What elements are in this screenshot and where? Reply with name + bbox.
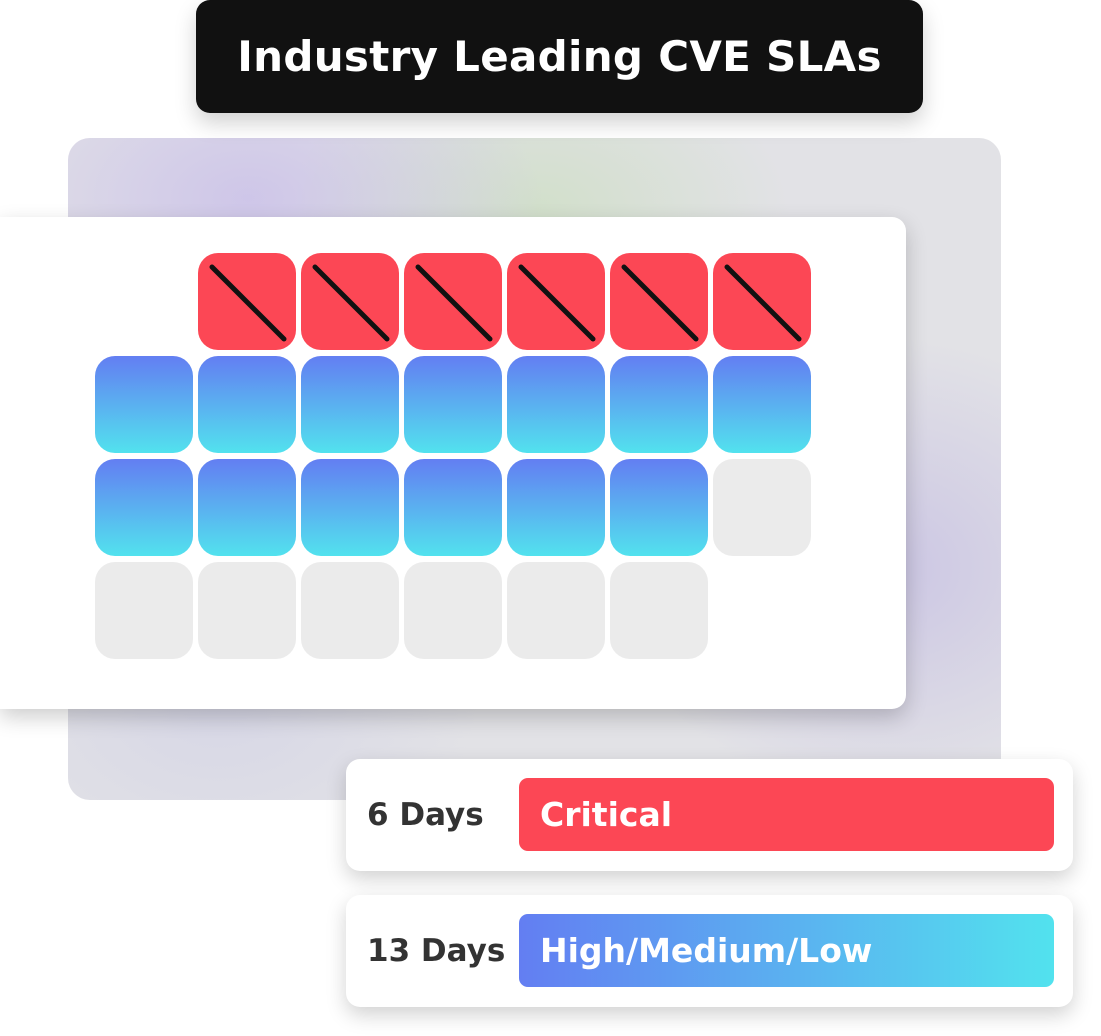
day-cell-empty [610, 562, 708, 659]
day-cell-high-medium-low [404, 356, 502, 453]
day-cell-high-medium-low [198, 356, 296, 453]
strike-icon [209, 264, 287, 342]
day-cell-high-medium-low [95, 459, 193, 556]
day-cell-critical [713, 253, 811, 350]
day-cell-high-medium-low [507, 459, 605, 556]
day-cell-high-medium-low [610, 459, 708, 556]
day-cell-high-medium-low [198, 459, 296, 556]
day-cell-high-medium-low [301, 459, 399, 556]
title-banner: Industry Leading CVE SLAs [196, 0, 923, 113]
day-cell-high-medium-low [95, 356, 193, 453]
calendar-grid-card [0, 217, 906, 709]
strike-icon [621, 264, 699, 342]
legend-bar-critical: Critical [519, 778, 1054, 851]
strike-icon [518, 264, 596, 342]
legend-bar-high-medium-low: High/Medium/Low [519, 914, 1054, 987]
day-cell-high-medium-low [404, 459, 502, 556]
day-cell-empty [404, 562, 502, 659]
day-cell-empty [713, 459, 811, 556]
day-cell-high-medium-low [507, 356, 605, 453]
legend-days: 6 Days [367, 797, 484, 833]
legend-item-high-medium-low: 13 Days High/Medium/Low [346, 895, 1073, 1007]
day-cell-high-medium-low [301, 356, 399, 453]
page-title: Industry Leading CVE SLAs [237, 32, 882, 81]
day-cell-critical [301, 253, 399, 350]
day-cell-empty [301, 562, 399, 659]
day-cell-high-medium-low [610, 356, 708, 453]
day-cell-high-medium-low [713, 356, 811, 453]
legend-label: Critical [540, 795, 673, 834]
legend-days: 13 Days [367, 933, 506, 969]
day-cell-empty [95, 562, 193, 659]
day-cell-critical [404, 253, 502, 350]
strike-icon [312, 264, 390, 342]
day-cell-critical [507, 253, 605, 350]
strike-icon [724, 264, 802, 342]
legend-label: High/Medium/Low [540, 931, 873, 970]
day-cell-critical [198, 253, 296, 350]
strike-icon [415, 264, 493, 342]
day-cell-critical [610, 253, 708, 350]
day-cell-empty [507, 562, 605, 659]
day-cell-empty [198, 562, 296, 659]
legend-item-critical: 6 Days Critical [346, 759, 1073, 871]
